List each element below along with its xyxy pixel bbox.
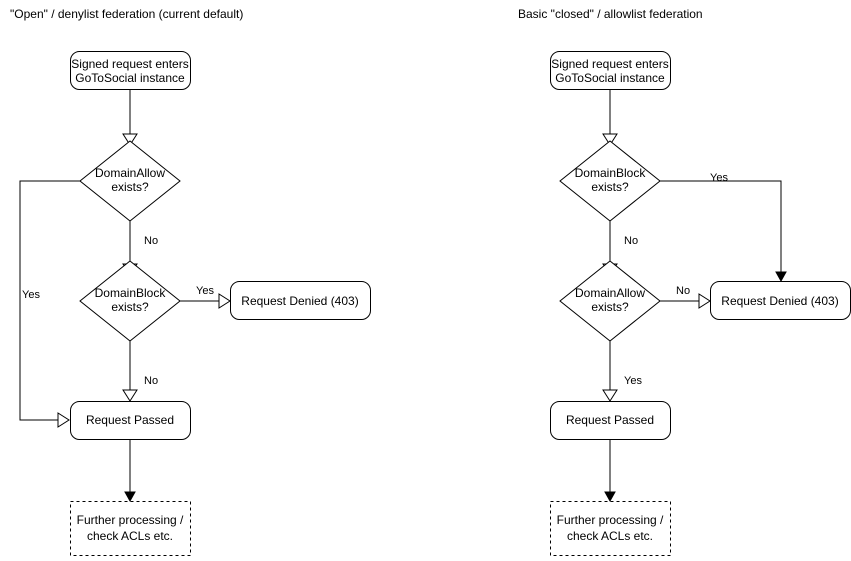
arrowhead-domainblock-yes-to-denied-right	[775, 271, 787, 283]
node-entry-right-line2: GoToSocial instance	[555, 71, 665, 85]
node-further-processing-left-line2: check ACLs etc.	[87, 529, 173, 543]
arrowhead-passed-to-further-left	[124, 491, 136, 503]
node-decision-domainblock-left-line1: DomainBlock	[95, 286, 167, 300]
arrowhead-domainallow-no-to-denied-right	[698, 293, 711, 309]
node-decision-domainallow-left-line1: DomainAllow	[95, 166, 165, 180]
node-decision-domainblock-left-line2: exists?	[111, 300, 149, 314]
edge-label-domainblock-yes: Yes	[196, 285, 214, 297]
node-entry-left-line1: Signed request enters	[71, 57, 188, 71]
node-further-processing-left-line1: Further processing /	[77, 513, 184, 527]
node-decision-domainallow-left-line2: exists?	[111, 180, 149, 194]
node-further-processing-left	[70, 501, 191, 556]
node-entry-left-line2: GoToSocial instance	[75, 71, 185, 85]
node-request-denied-right-label: Request Denied (403)	[721, 294, 838, 308]
arrowhead-domainblock-no-to-passed	[122, 389, 138, 402]
edge-label-domainblock-no: No	[144, 375, 158, 387]
arrowhead-domainallow-yes-to-passed	[57, 412, 70, 428]
node-decision-domainblock-right-line1: DomainBlock	[575, 166, 647, 180]
node-further-processing-right	[550, 501, 671, 556]
node-decision-domainblock-right-line2: exists?	[591, 180, 629, 194]
edge-label-domainblock-no-right: No	[624, 235, 638, 247]
edge-label-domainallow-no: No	[144, 235, 158, 247]
node-decision-domainallow-right-line1: DomainAllow	[575, 286, 645, 300]
node-entry-right-line1: Signed request enters	[551, 57, 668, 71]
node-request-denied-left-label: Request Denied (403)	[241, 294, 358, 308]
arrowhead-domainallow-yes-to-passed-right	[602, 389, 618, 402]
edge-label-domainallow-yes-right: Yes	[624, 375, 642, 387]
node-request-passed-left-label: Request Passed	[86, 413, 174, 427]
diagram-title-closed-allowlist: Basic "closed" / allowlist federation	[518, 7, 703, 21]
arrowhead-passed-to-further-right	[604, 491, 616, 503]
node-decision-domainallow-right-line2: exists?	[591, 300, 629, 314]
arrowhead-entry-to-domainallow	[122, 133, 138, 146]
edge-label-domainblock-yes-right: Yes	[710, 172, 728, 184]
diagram-closed-allowlist: Basic "closed" / allowlist federation Si…	[518, 7, 851, 556]
edge-domainblock-yes-to-denied-right	[660, 180, 782, 274]
arrowhead-domainblock-yes-to-denied	[218, 293, 231, 309]
edge-domainallow-yes-to-passed	[19, 180, 80, 421]
edge-label-domainallow-yes: Yes	[22, 289, 40, 301]
diagram-open-denylist: "Open" / denylist federation (current de…	[10, 7, 371, 556]
node-request-passed-right-label: Request Passed	[566, 413, 654, 427]
node-request-denied-left	[230, 281, 371, 320]
diagram-title-open-denylist: "Open" / denylist federation (current de…	[10, 7, 243, 21]
edge-label-domainallow-no-right: No	[676, 285, 690, 297]
node-further-processing-right-line1: Further processing /	[557, 513, 664, 527]
node-further-processing-right-line2: check ACLs etc.	[567, 529, 653, 543]
arrowhead-entry-to-domainblock	[602, 133, 618, 146]
